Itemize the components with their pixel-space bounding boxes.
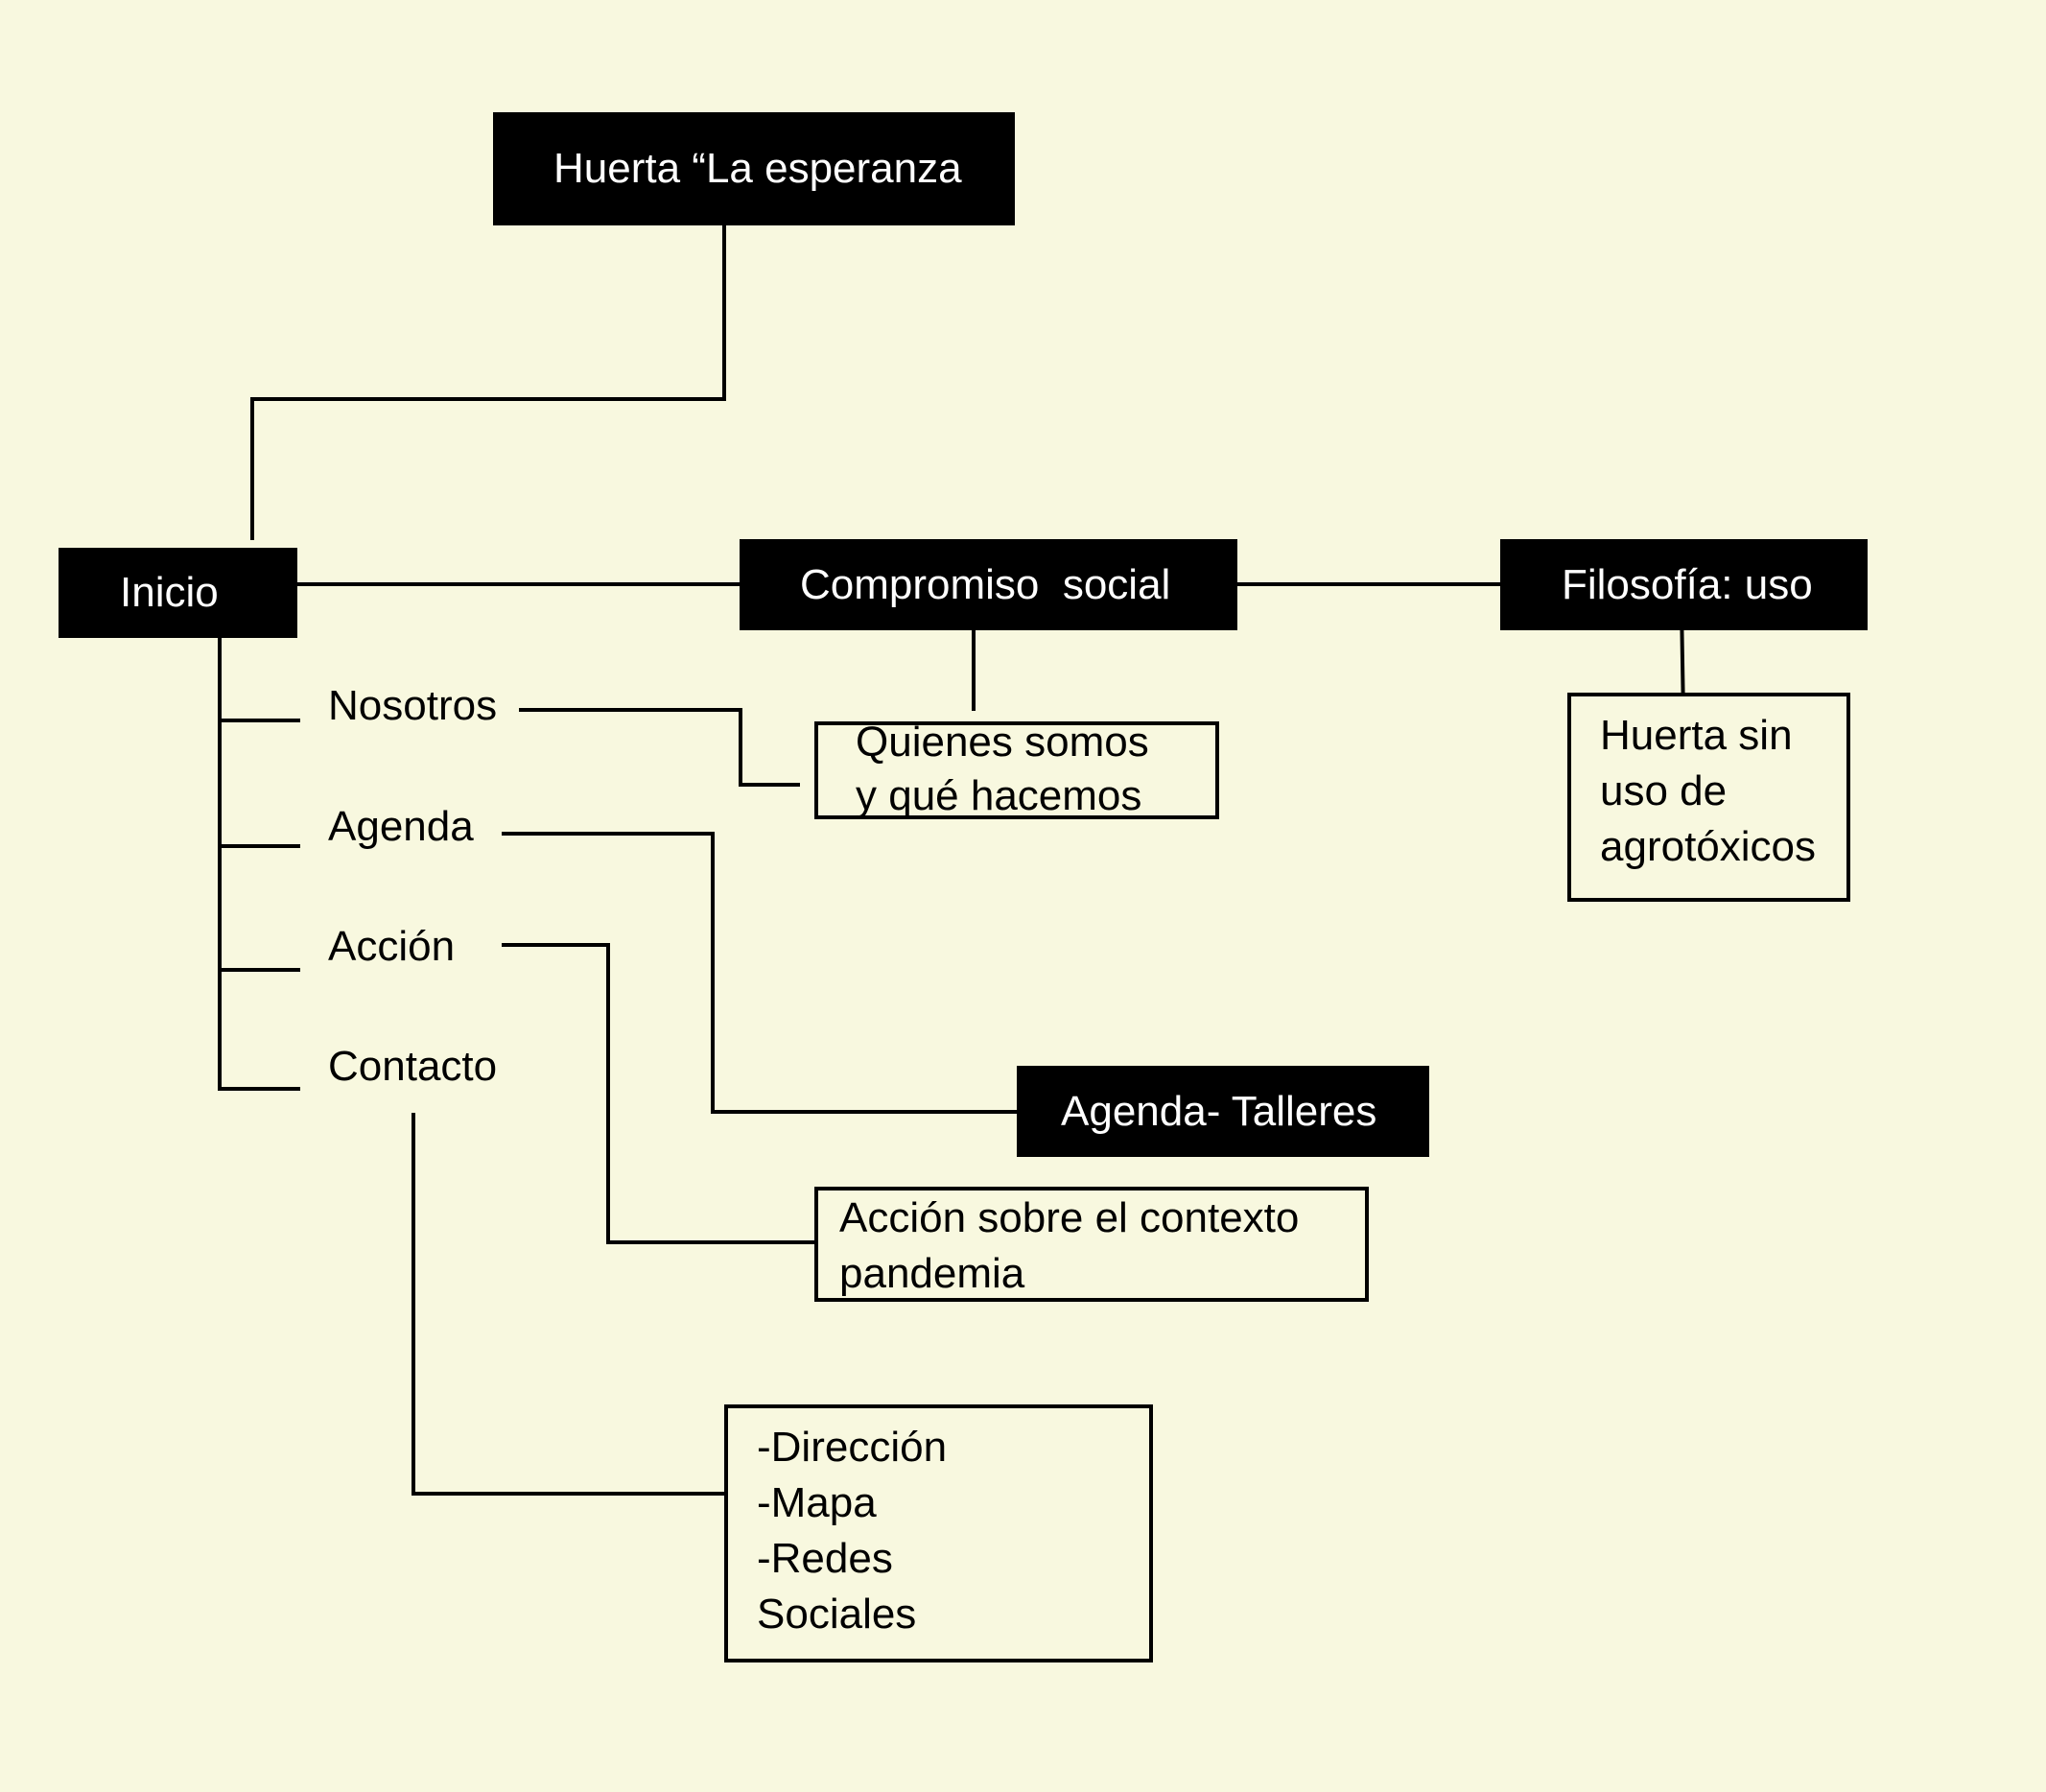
title-node: Huerta “La esperanza (493, 112, 1015, 225)
menu-item-nosotros: Nosotros (328, 682, 498, 729)
menu-item-accion: Acción (328, 923, 456, 970)
filosofia-node: Filosofía: uso (1500, 539, 1868, 630)
contacto-line-4: Sociales (757, 1591, 917, 1638)
connector-contacto-2 (412, 1492, 728, 1496)
connector-title-horizontal (250, 397, 726, 401)
title-text: Huerta “La esperanza (553, 145, 962, 192)
accion-node: Acción sobre el contexto pandemia (814, 1187, 1369, 1302)
connector-compromiso-filosofia (1237, 582, 1500, 586)
agenda-talleres-node: Agenda- Talleres (1017, 1066, 1429, 1157)
compromiso-node: Compromiso social (740, 539, 1237, 630)
connector-agenda-2 (711, 832, 715, 1114)
connector-nosotros-3 (739, 783, 800, 787)
huerta-sin-line-1: Huerta sin (1600, 712, 1793, 759)
menu-item-agenda: Agenda (328, 803, 474, 850)
branch-contacto (218, 1087, 300, 1091)
inicio-text: Inicio (120, 569, 219, 616)
accion-line-2: pandemia (839, 1250, 1025, 1297)
connector-contacto-1 (412, 1113, 415, 1496)
connector-accion-3 (606, 1240, 814, 1244)
contacto-line-3: -Redes (757, 1535, 893, 1582)
connector-accion-2 (606, 943, 610, 1244)
branch-nosotros (218, 719, 300, 722)
inicio-node: Inicio (59, 548, 297, 638)
connector-title-down (722, 225, 726, 401)
connector-agenda-1 (502, 832, 715, 836)
contacto-line-2: -Mapa (757, 1479, 877, 1526)
connector-agenda-3 (711, 1110, 1017, 1114)
connector-nosotros-2 (739, 708, 742, 787)
connector-title-to-inicio (250, 397, 254, 540)
quienes-node: Quienes somos y qué hacemos (814, 719, 1219, 819)
connector-filosofia-huerta (1680, 629, 1685, 694)
connector-accion-1 (502, 943, 610, 947)
menu-trunk (218, 638, 222, 1091)
quienes-line-1: Quienes somos (856, 719, 1149, 766)
branch-accion (218, 968, 300, 972)
agenda-talleres-text: Agenda- Talleres (1061, 1087, 1377, 1135)
contacto-node: -Dirección -Mapa -Redes Sociales (724, 1404, 1153, 1662)
huerta-sin-line-2: uso de (1600, 767, 1728, 814)
huerta-sin-line-3: agrotóxicos (1600, 823, 1817, 870)
menu-item-contacto: Contacto (328, 1043, 498, 1090)
connector-nosotros-1 (519, 708, 742, 712)
connector-compromiso-quienes (972, 630, 976, 711)
branch-agenda (218, 844, 300, 848)
compromiso-text: Compromiso social (800, 560, 1171, 608)
filosofia-text: Filosofía: uso (1562, 560, 1813, 608)
accion-line-1: Acción sobre el contexto (839, 1194, 1300, 1241)
quienes-line-2: y qué hacemos (856, 772, 1142, 819)
huerta-sin-node: Huerta sin uso de agrotóxicos (1567, 693, 1850, 902)
connector-inicio-compromiso (297, 582, 740, 586)
contacto-line-1: -Dirección (757, 1424, 948, 1471)
